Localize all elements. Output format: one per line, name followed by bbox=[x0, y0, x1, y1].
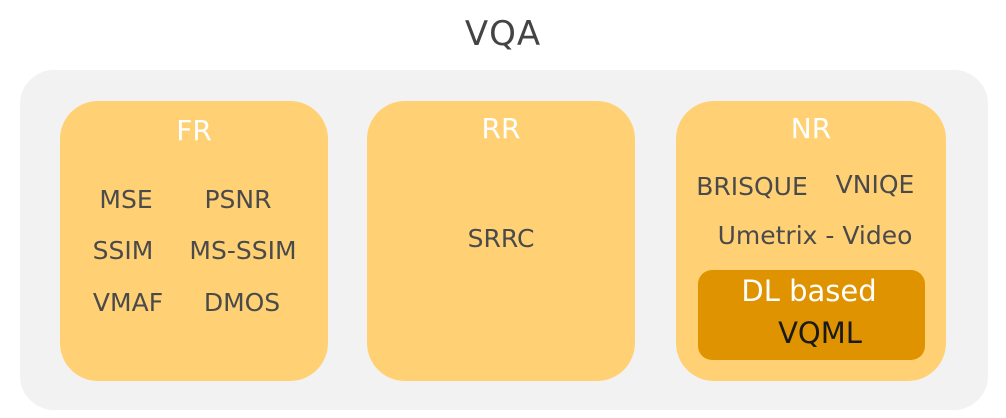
fr-box bbox=[60, 101, 328, 381]
rr-title: RR bbox=[481, 112, 521, 145]
fr-item-mse: MSE bbox=[99, 185, 153, 214]
fr-item-ssim: SSIM bbox=[92, 236, 154, 265]
dl-based-label: DL based bbox=[741, 274, 877, 308]
rr-box bbox=[367, 101, 635, 381]
fr-item-ms-ssim: MS-SSIM bbox=[189, 236, 297, 265]
dl-item-vqml: VQML bbox=[778, 316, 862, 350]
nr-item-umetrix-video: Umetrix - Video bbox=[717, 221, 913, 250]
dl-based-box bbox=[698, 270, 925, 360]
fr-item-psnr: PSNR bbox=[204, 185, 272, 214]
fr-item-dmos: DMOS bbox=[203, 288, 281, 317]
nr-title: NR bbox=[790, 112, 832, 145]
nr-item-vniqe: VNIQE bbox=[835, 170, 915, 199]
rr-item-srrc: SRRC bbox=[467, 224, 535, 253]
fr-item-vmaf: VMAF bbox=[92, 288, 164, 317]
nr-item-brisque: BRISQUE bbox=[696, 172, 808, 201]
diagram-title: VQA bbox=[464, 14, 542, 54]
fr-title: FR bbox=[176, 114, 212, 147]
